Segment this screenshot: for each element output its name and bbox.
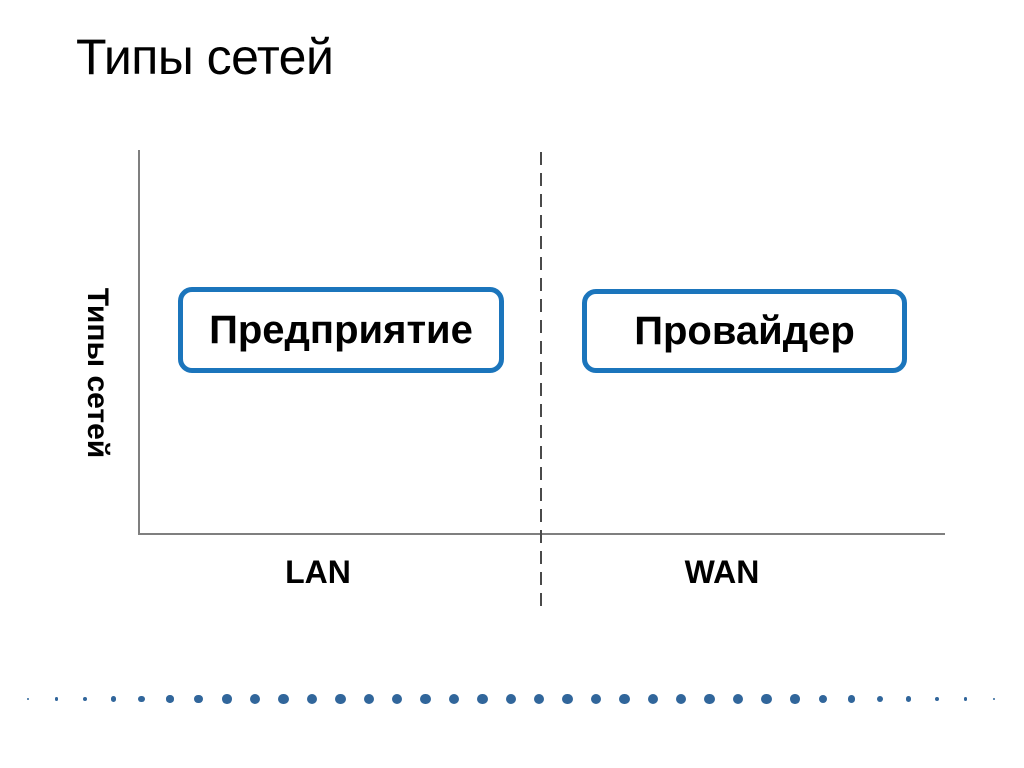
decorative-dot [278, 693, 289, 705]
decorative-dot [761, 693, 772, 705]
decorative-dot [448, 693, 460, 705]
x-category-label-lan: LAN [285, 554, 351, 590]
slide-title: Типы сетей [76, 29, 334, 85]
decorative-dot [905, 696, 911, 702]
decorative-dot [477, 693, 488, 705]
decorative-dot [222, 694, 232, 704]
decorative-dot [590, 693, 602, 705]
decorative-dot [306, 693, 318, 705]
decorative-dot [704, 693, 715, 705]
decorative-dot [847, 695, 856, 703]
enterprise-box-label: Предприятие [209, 307, 473, 352]
decorative-dot [54, 697, 58, 701]
decorative-dot [963, 697, 967, 701]
y-axis-line [138, 150, 140, 535]
decorative-dot [732, 693, 744, 705]
decorative-dot [363, 693, 375, 705]
decorative-dot [992, 698, 995, 700]
decorative-dot [619, 693, 630, 705]
provider-box: Провайдер [582, 289, 907, 373]
decorative-dot [82, 696, 87, 702]
decorative-dot [876, 695, 884, 703]
decorative-dot [533, 693, 545, 705]
decorative-dot [110, 696, 116, 702]
decorative-dot [249, 693, 261, 705]
decorative-dot [934, 696, 939, 702]
decorative-dot [819, 694, 828, 704]
y-axis-label: Типы сетей [81, 287, 114, 459]
decorative-dot [391, 693, 403, 705]
decorative-dot [166, 695, 174, 703]
decorative-dot [647, 693, 659, 705]
provider-box-label: Провайдер [634, 308, 855, 353]
decorative-dot [335, 693, 346, 705]
decorative-dot [562, 693, 573, 705]
decorative-dot [138, 695, 145, 703]
decorative-dot [790, 694, 800, 704]
x-category-label-wan: WAN [684, 554, 760, 590]
decorative-dot [194, 694, 203, 704]
decorative-dot [505, 693, 517, 705]
decorative-dot [27, 698, 29, 700]
decorative-dot [675, 693, 687, 705]
decorative-dot [420, 693, 431, 705]
enterprise-box: Предприятие [178, 287, 504, 373]
lan-wan-divider-dashed-line [540, 152, 542, 608]
